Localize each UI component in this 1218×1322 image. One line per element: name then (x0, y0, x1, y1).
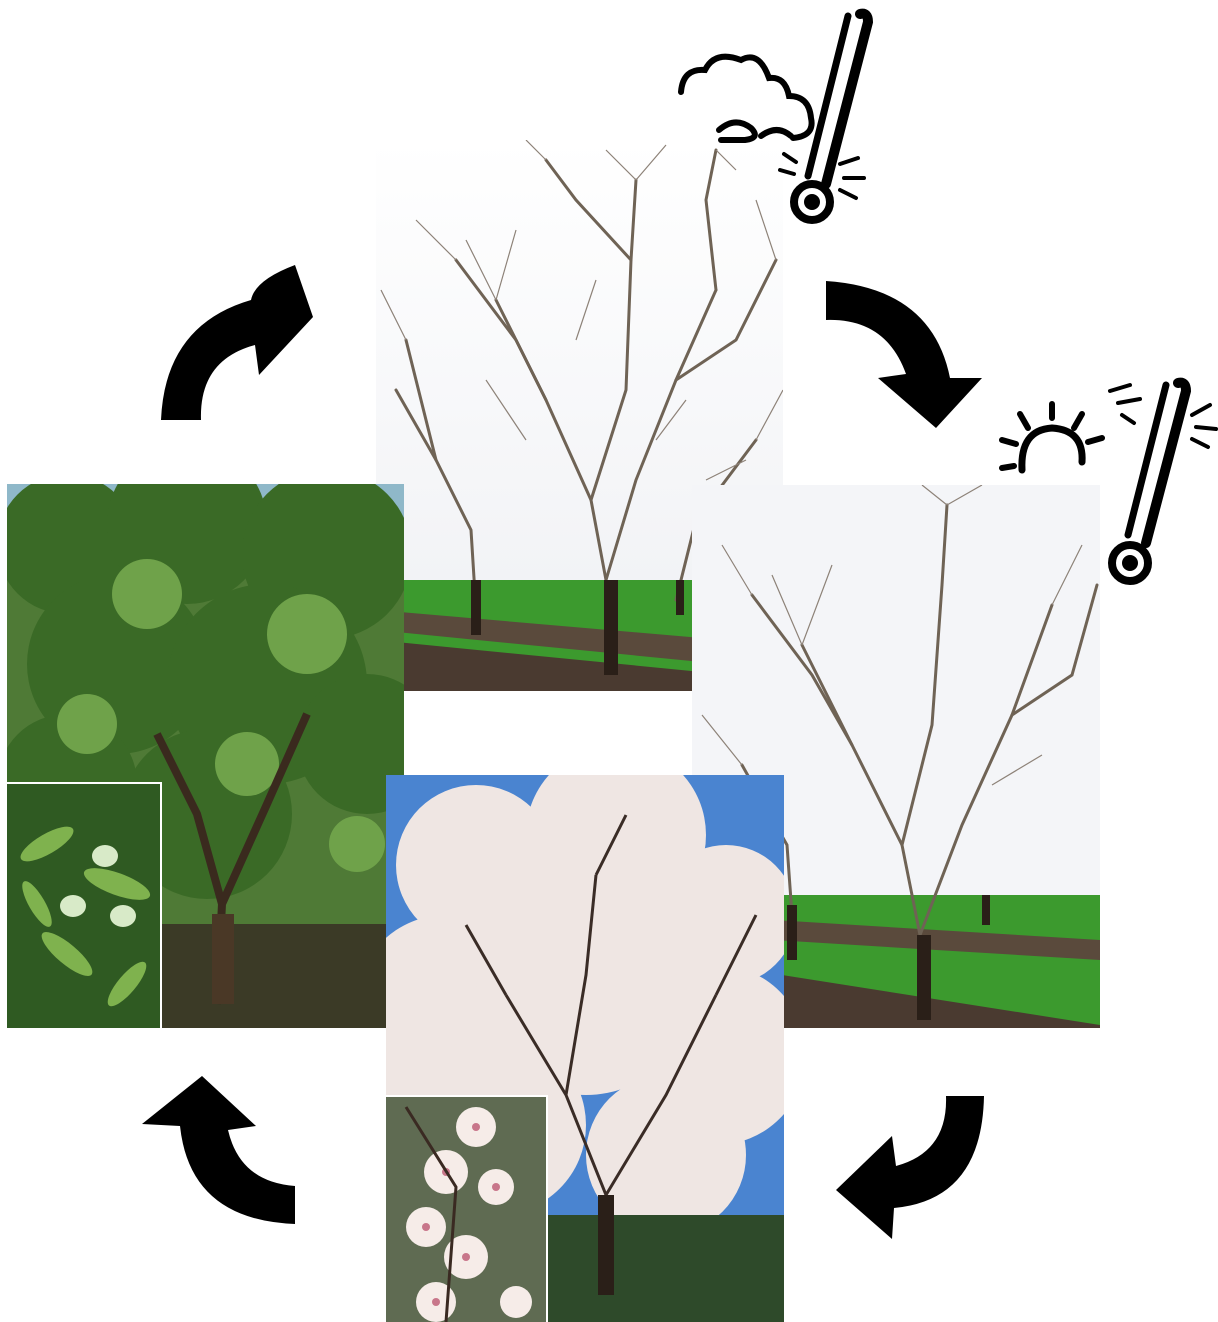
arrow-clockwise-bottom-right (834, 1094, 990, 1242)
arrow-clockwise-top-right (822, 278, 984, 430)
almond-fruit-inset-photo (7, 784, 160, 1028)
background-gap (404, 691, 692, 775)
arrow-clockwise-bottom-left (140, 1074, 298, 1229)
arrow-clockwise-top-left (155, 265, 320, 425)
almond-blossom-inset-photo (386, 1097, 546, 1322)
thermometer-cold-icon (778, 6, 886, 234)
thermometer-warm-icon (1100, 375, 1218, 595)
sun-icon (998, 400, 1108, 480)
